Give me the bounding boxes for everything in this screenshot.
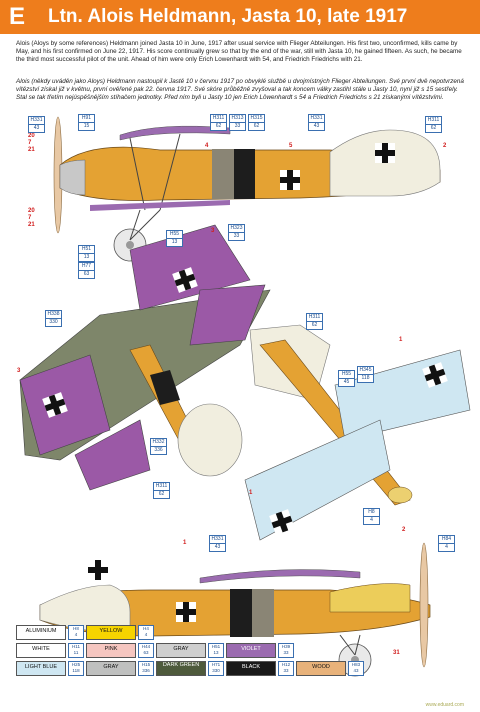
legend-label: YELLOW <box>99 628 123 634</box>
marker-31: 31 <box>393 650 400 656</box>
legend-swatch <box>86 661 136 676</box>
plan-view-upper <box>19 224 271 491</box>
legend-swatch <box>226 643 276 658</box>
legend-swatch <box>86 625 136 640</box>
plan-view-lower <box>244 324 471 541</box>
legend-swatch <box>16 643 66 658</box>
publisher-watermark: www.eduard.com <box>425 702 464 708</box>
legend-label: GRAY <box>173 646 189 652</box>
marker-1-left: 1 <box>249 490 253 496</box>
marker-1-right: 1 <box>399 337 403 343</box>
english-description: Alois (Aloys by some references) Heldman… <box>16 40 462 63</box>
legend-label: ALUMINIUM <box>25 628 57 634</box>
marker-2-bottom: 2 <box>402 527 406 533</box>
marker-2: 2 <box>443 143 447 149</box>
legend-label: VIOLET <box>241 646 261 652</box>
title-banner: E Ltn. Alois Heldmann, Jasta 10, late 19… <box>0 0 480 34</box>
legend-label: GRAY <box>103 664 119 670</box>
marker-21-top: 21 <box>28 147 35 153</box>
legend-label: WOOD <box>312 664 330 670</box>
marker-20-top: 20 <box>28 133 35 139</box>
marker-7-mid: 7 <box>28 215 32 221</box>
legend-label: PINK <box>104 646 118 652</box>
side-view-bottom <box>39 542 431 677</box>
marker-20-mid: 20 <box>28 208 35 214</box>
marker-3-lower: 3 <box>17 368 21 374</box>
marker-1-bottom: 1 <box>183 540 187 546</box>
legend-label: LIGHT BLUE <box>25 664 57 670</box>
legend-swatch <box>86 643 136 658</box>
marker-5: 5 <box>289 143 293 149</box>
marker-21-mid: 21 <box>28 222 35 228</box>
profile-letter: E <box>9 3 26 30</box>
legend-swatch <box>156 661 206 676</box>
legend-label: BLACK <box>241 664 261 670</box>
legend-swatch <box>16 625 66 640</box>
legend-swatch <box>156 643 206 658</box>
legend-swatch <box>226 661 276 676</box>
marker-4: 4 <box>205 143 209 149</box>
marker-3-upper: 3 <box>211 228 215 234</box>
legend-label: DARK GREEN <box>162 662 200 668</box>
czech-description: Alois (někdy uváděn jako Aloys) Heldmann… <box>16 78 464 101</box>
legend-label: WHITE <box>32 646 50 652</box>
legend-swatch <box>16 661 66 676</box>
side-view-top <box>53 116 441 262</box>
marker-7-top: 7 <box>28 140 32 146</box>
legend-swatch <box>296 661 346 676</box>
page-title: Ltn. Alois Heldmann, Jasta 10, late 1917 <box>48 6 408 27</box>
